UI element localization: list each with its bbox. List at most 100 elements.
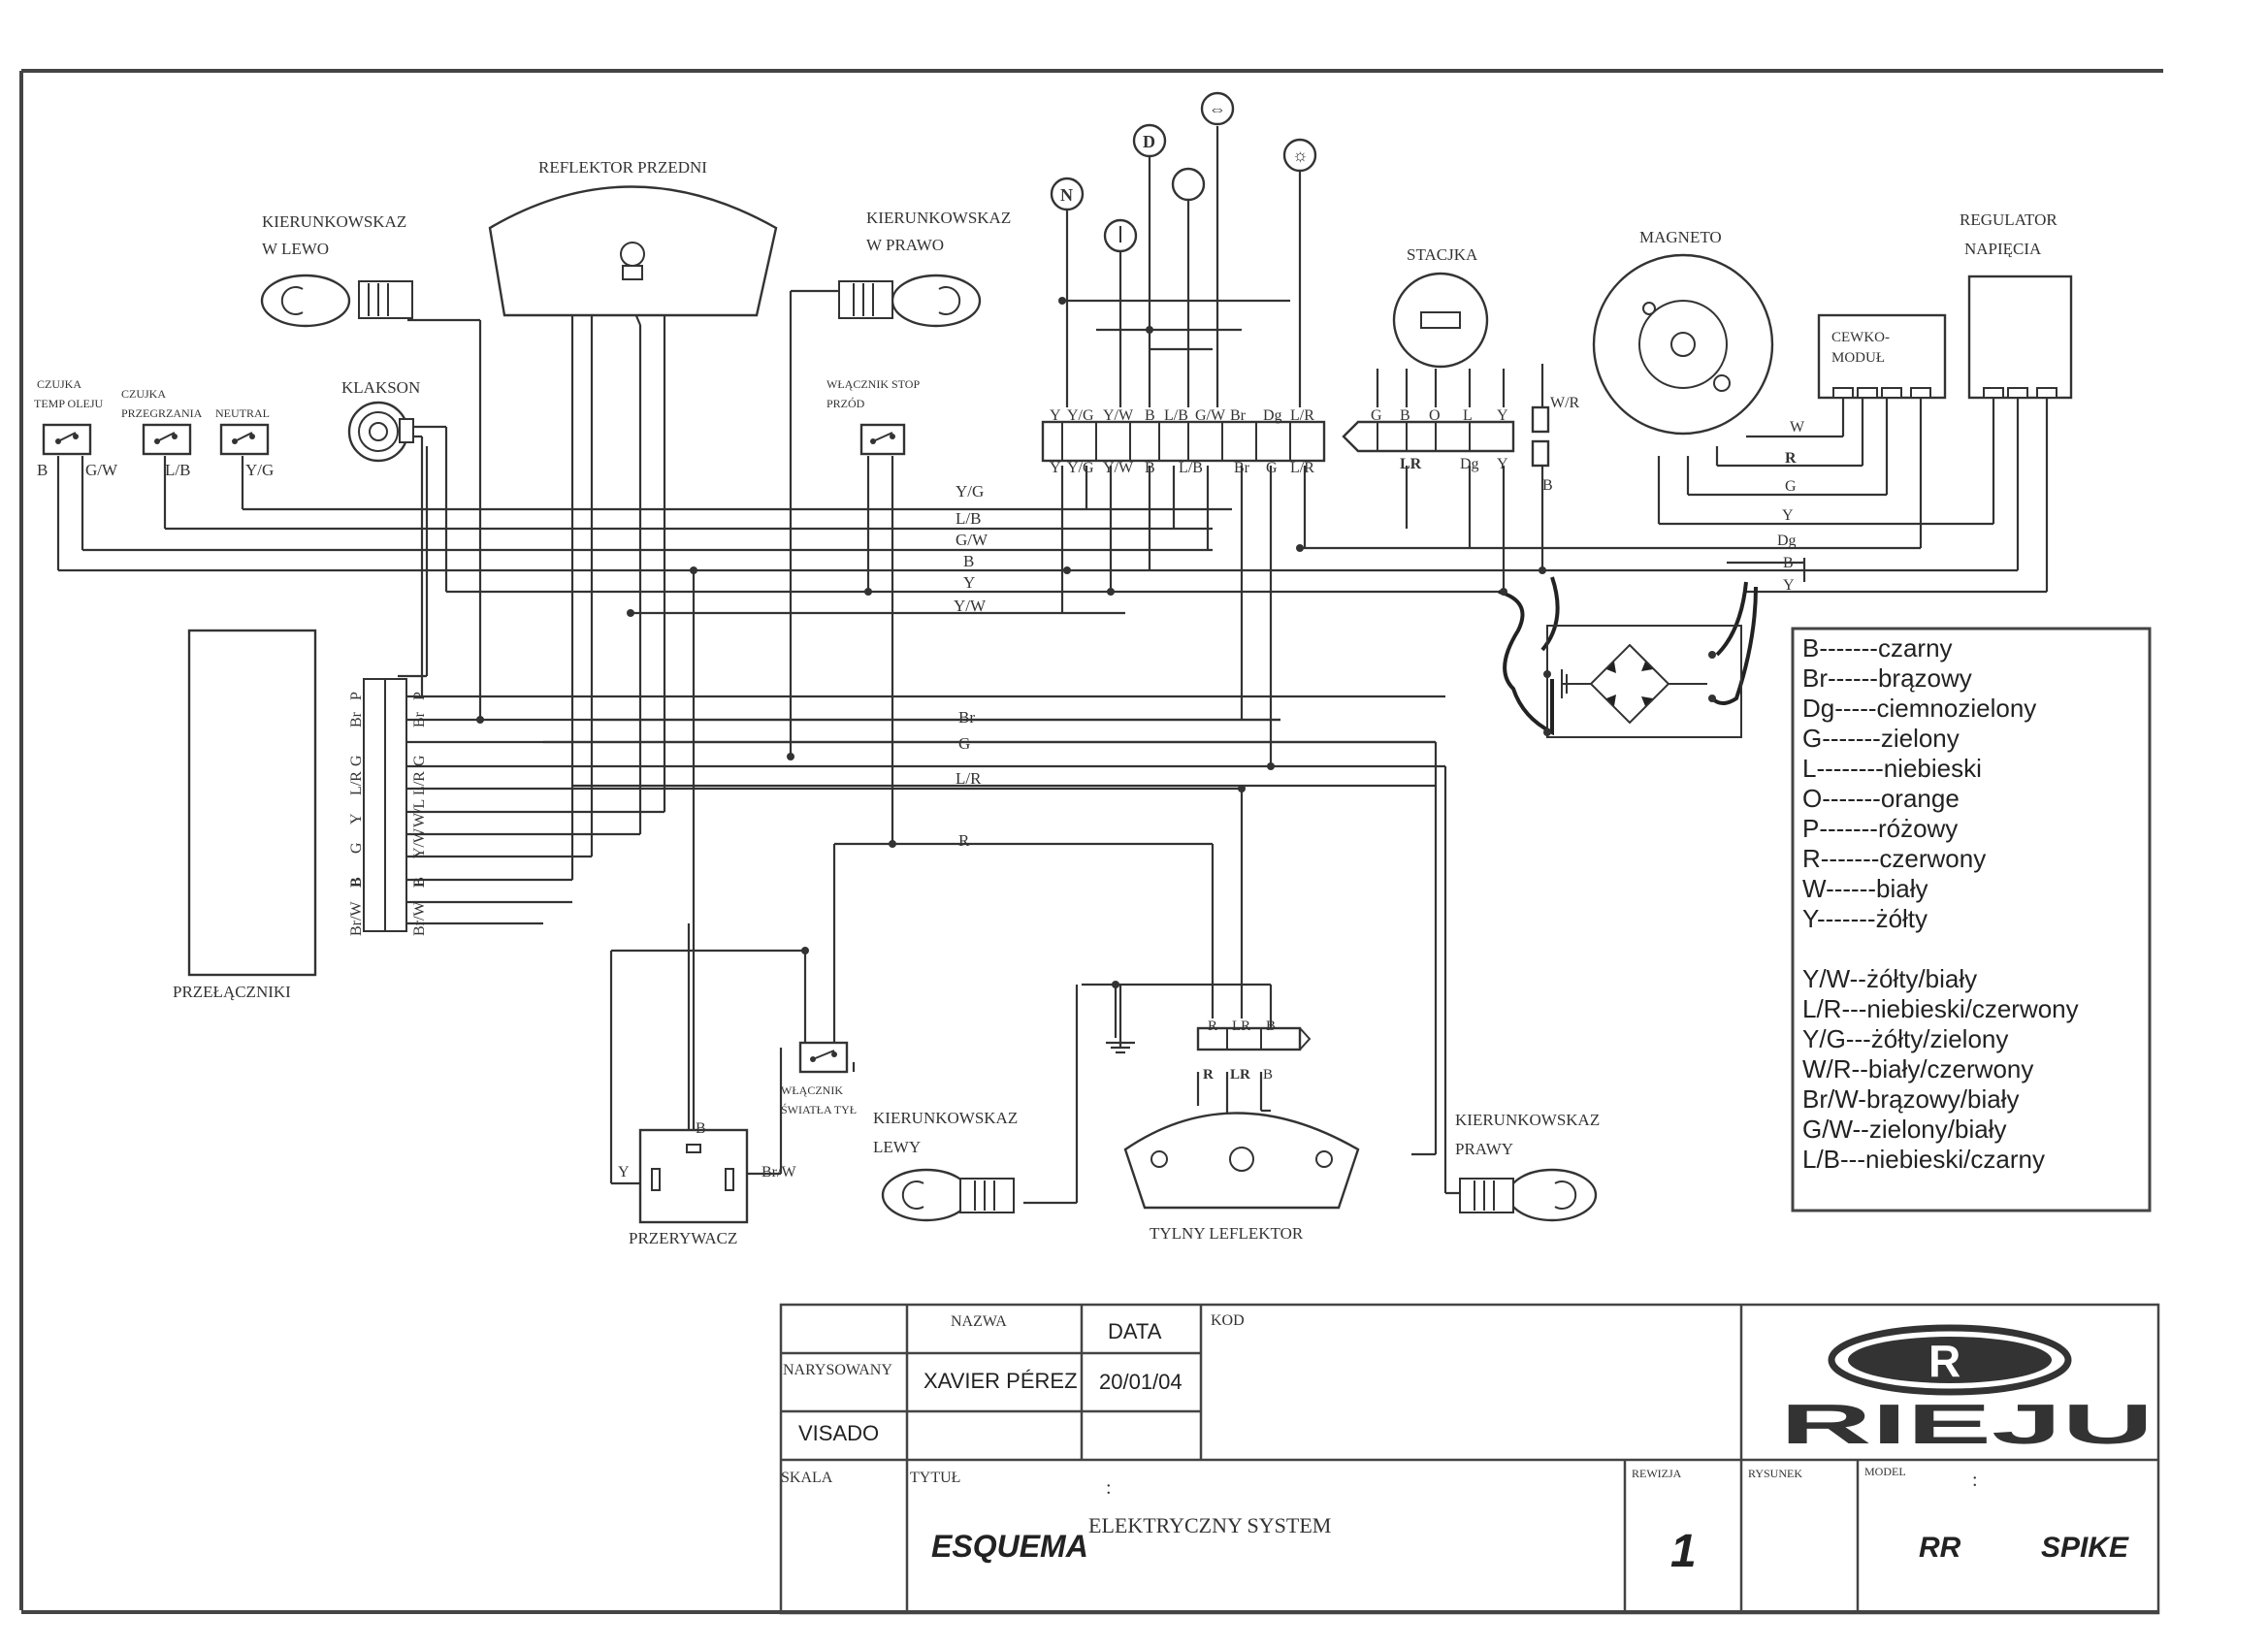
turn-lamp-letter: ⇔ [1209,99,1226,118]
rectifier-icon [1546,625,1742,738]
legend-item: Y-------żółty [1802,904,1928,933]
switch-pin-right: Y/W [411,827,428,858]
magneto-wire: Y [1782,507,1794,524]
ignition-pin: Y [1497,456,1508,472]
front-stop-label-1: WŁĄCZNIK STOP [826,377,920,391]
temp-lamp-icon [1103,218,1138,253]
neutral-sensor-label: NEUTRAL [215,406,270,420]
tb-colon: : [1106,1477,1112,1499]
horn-label: KLAKSON [341,378,420,397]
dash-bottom-pin: L/B [1179,460,1203,476]
tb-kod: KOD [1211,1312,1245,1329]
ignition-pin: Y [1497,407,1508,424]
legend-item: L/R---niebieski/czerwony [1802,994,2079,1023]
switches-connector [363,678,407,932]
front-stop-label-2: PRZÓD [826,397,865,410]
legend-item: L/B---niebieski/czarny [1802,1145,2045,1174]
tb-colon-2: : [1972,1470,1978,1491]
wire-label: B [37,461,48,479]
rear-light-label: TYLNY LEFLEKTOR [1150,1224,1304,1243]
switch-pin-right: Br/W [411,901,428,936]
dash-bottom-pin: Y/W [1103,460,1134,476]
tb-model-b: SPIKE [2041,1532,2129,1564]
dash-bottom-pin: L/R [1290,460,1314,476]
lower-bus-label: Br [958,708,975,727]
switch-pin: L/R [348,771,365,795]
rear-conn-pin: B [1263,1067,1273,1083]
rieju-logo-letter: R [1928,1336,1960,1386]
tb-skala: SKALA [781,1470,833,1486]
tb-nazwa: NAZWA [951,1313,1007,1330]
turn-lamp-icon [1200,91,1235,126]
regulator-box [1967,275,2073,400]
magneto-wire: Y [1783,577,1795,594]
headlight-icon [488,185,778,317]
magneto-wire: R [1785,450,1797,467]
tb-date: 20/01/04 [1099,1370,1183,1394]
dash-top-pin: L/R [1290,407,1314,424]
switch-pin-right: P [411,692,428,700]
dash-top-pin: L/B [1164,407,1188,424]
switch-pin-right: W/L [411,799,428,827]
legend-item: G-------zielony [1802,724,1960,753]
turn-left-rear-label-1: KIERUNKOWSKAZ [873,1109,1018,1127]
dash-top-pin: Y [1050,407,1061,424]
tb-title-sub: ELEKTRYCZNY SYSTEM [1088,1513,1331,1537]
legend-item: Br/W-brązowy/biały [1802,1084,2019,1114]
light-lamp-icon [1282,138,1317,173]
magneto-wire: W [1790,419,1805,436]
ignition-pin: L [1463,407,1473,424]
rieju-logo-text: RIEJU [1780,1393,2154,1456]
legend-box [1791,627,2152,1212]
dash-bottom-pin: G [1266,460,1278,476]
coil-module-label-2: MODUŁ [1831,350,1885,366]
marker-loop-right [1710,581,1758,705]
legend-item: Br------brązowy [1802,663,1972,693]
ignition-pin: Dg [1460,456,1479,472]
legend-item: O-------orange [1802,784,1960,813]
legend-item: W------biały [1802,874,1928,903]
dash-bottom-pin: Br [1234,460,1250,476]
flasher-pin-b [686,1144,701,1153]
tb-title-main: ESQUEMA [931,1529,1088,1564]
rieju-logo: R RIEJU [1780,1324,2154,1456]
regulator-label-1: REGULATOR [1960,210,2057,229]
magneto-wire: G [1785,478,1797,495]
overheat-sensor-label-2: PRZEGRZANIA [121,406,203,420]
highbeam-lamp-letter: D [1143,132,1155,151]
rear-light-icon [1123,1026,1360,1210]
ignition-icon [1342,272,1550,468]
wire-label: Y/G [245,461,274,479]
dash-top-pin: Y/W [1103,407,1134,424]
bus-label: B [963,552,974,570]
title-block [779,1303,2160,1615]
tb-model-a: RR [1919,1532,1961,1564]
dash-top-pin: Br [1230,407,1247,424]
bus-label: Y/G [956,482,984,501]
flasher-pin-y [651,1168,661,1191]
ignition-pin: B [1542,477,1553,494]
switch-pin: Br [348,711,365,728]
front-stop-switch [859,423,906,456]
rear-conn-pin: R [1208,1018,1217,1034]
dash-top-pin: Dg [1263,407,1282,424]
switches-label: PRZEŁĄCZNIKI [173,983,291,1001]
legend-item: R-------czerwony [1802,844,1986,873]
regulator-pins [1983,387,2057,399]
turn-left-front-label-1: KIERUNKOWSKAZ [262,212,406,231]
switch-pin: Br/W [348,901,365,936]
lower-bus-label: G [958,734,970,753]
highbeam-lamp-icon [1132,123,1167,158]
switch-pin-right: G [411,755,428,766]
wire-label: L/B [165,461,190,479]
bus-label: L/B [956,509,981,528]
tb-tytul: TYTUŁ [910,1470,960,1486]
switch-pin-right: B [411,877,428,888]
oil-sensor-label-1: CZUJKA [37,377,81,391]
dash-top-pin: G/W [1195,407,1226,424]
neutral-sensor [219,423,270,456]
turn-left-front-label-2: W LEWO [262,240,329,258]
rear-stop-switch [798,1041,849,1074]
regulator-label-2: NAPIĘCIA [1964,240,2042,258]
dash-bottom-pin: Y/G [1067,460,1094,476]
